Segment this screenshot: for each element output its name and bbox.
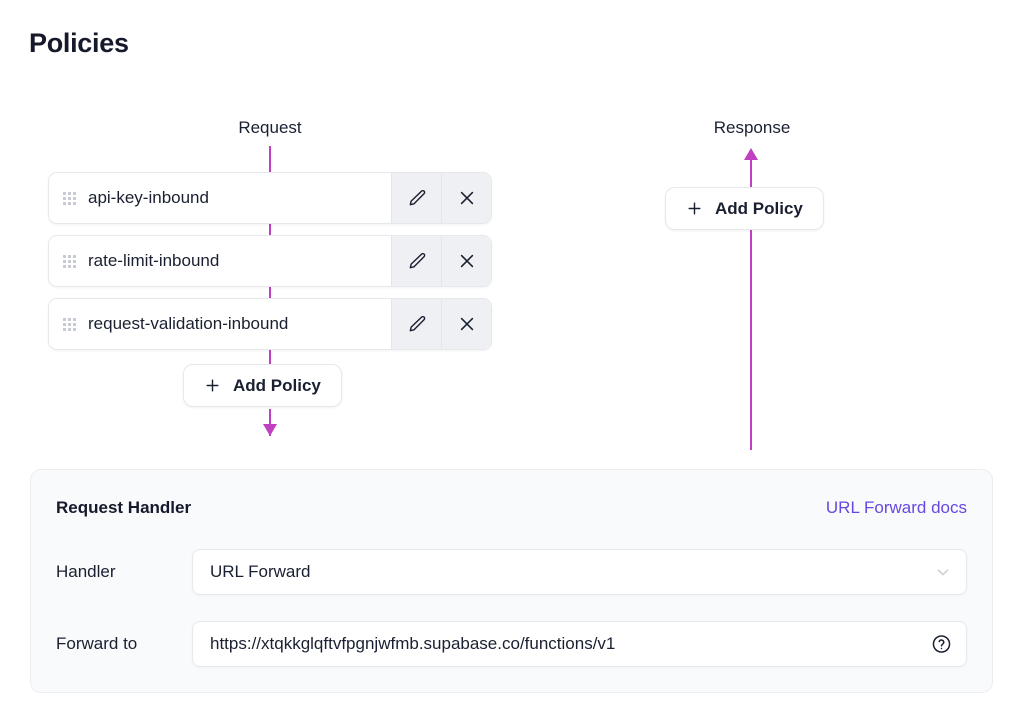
request-flow-line-segment <box>269 285 271 301</box>
drag-handle-icon[interactable] <box>63 317 76 331</box>
policy-row[interactable]: rate-limit-inbound <box>48 235 492 287</box>
request-flow-line-segment <box>269 348 271 364</box>
add-policy-request-button[interactable]: Add Policy <box>183 364 342 407</box>
request-handler-card: Request Handler URL Forward docs Handler… <box>30 469 993 693</box>
forward-to-input[interactable]: https://xtqkkglqftvfpgnjwfmb.supabase.co… <box>192 621 967 667</box>
response-flow-line-segment <box>750 160 752 450</box>
policy-row[interactable]: api-key-inbound <box>48 172 492 224</box>
add-policy-response-label: Add Policy <box>715 198 803 218</box>
handler-field-row: Handler URL Forward <box>56 549 967 595</box>
remove-policy-button[interactable] <box>441 299 491 349</box>
policy-row-main: rate-limit-inbound <box>49 236 391 286</box>
policy-name: request-validation-inbound <box>88 314 289 333</box>
request-flow-line-segment <box>269 146 271 174</box>
plus-icon <box>688 202 701 215</box>
edit-policy-button[interactable] <box>391 173 441 223</box>
plus-icon <box>206 379 219 392</box>
handler-select[interactable]: URL Forward <box>192 549 967 595</box>
handler-select-value: URL Forward <box>210 562 311 581</box>
close-icon <box>460 317 473 331</box>
add-policy-response-button[interactable]: Add Policy <box>665 187 824 230</box>
policy-name: rate-limit-inbound <box>88 251 220 270</box>
edit-policy-button[interactable] <box>391 299 441 349</box>
request-flow-arrow-down-icon <box>263 424 277 436</box>
request-flow-line-segment <box>269 222 271 238</box>
remove-policy-button[interactable] <box>441 173 491 223</box>
policy-row-main: request-validation-inbound <box>49 299 391 349</box>
remove-policy-button[interactable] <box>441 236 491 286</box>
forward-to-field-label: Forward to <box>56 634 138 653</box>
close-icon <box>460 254 473 268</box>
page-title: Policies <box>29 28 129 58</box>
policy-name: api-key-inbound <box>88 188 209 207</box>
request-column-label: Request <box>238 118 302 137</box>
response-column-label: Response <box>713 118 791 137</box>
help-circle-icon[interactable] <box>931 634 952 655</box>
pencil-icon <box>409 316 425 332</box>
url-forward-docs-link[interactable]: URL Forward docs <box>825 498 967 517</box>
forward-to-field-row: Forward to https://xtqkkglqftvfpgnjwfmb.… <box>56 621 967 667</box>
pencil-icon <box>409 253 425 269</box>
policy-row-main: api-key-inbound <box>49 173 391 223</box>
handler-field-label: Handler <box>56 562 116 581</box>
policy-row[interactable]: request-validation-inbound <box>48 298 492 350</box>
forward-to-value: https://xtqkkglqftvfpgnjwfmb.supabase.co… <box>210 634 616 653</box>
add-policy-request-label: Add Policy <box>233 375 321 395</box>
request-flow-line-segment <box>269 409 271 436</box>
chevron-down-icon <box>934 563 952 581</box>
edit-policy-button[interactable] <box>391 236 441 286</box>
close-icon <box>460 191 473 205</box>
drag-handle-icon[interactable] <box>63 191 76 205</box>
response-flow-arrow-up-icon <box>744 148 758 160</box>
request-handler-card-header: Request Handler URL Forward docs <box>56 498 967 518</box>
pencil-icon <box>409 190 425 206</box>
request-handler-title: Request Handler <box>56 498 192 517</box>
drag-handle-icon[interactable] <box>63 254 76 268</box>
